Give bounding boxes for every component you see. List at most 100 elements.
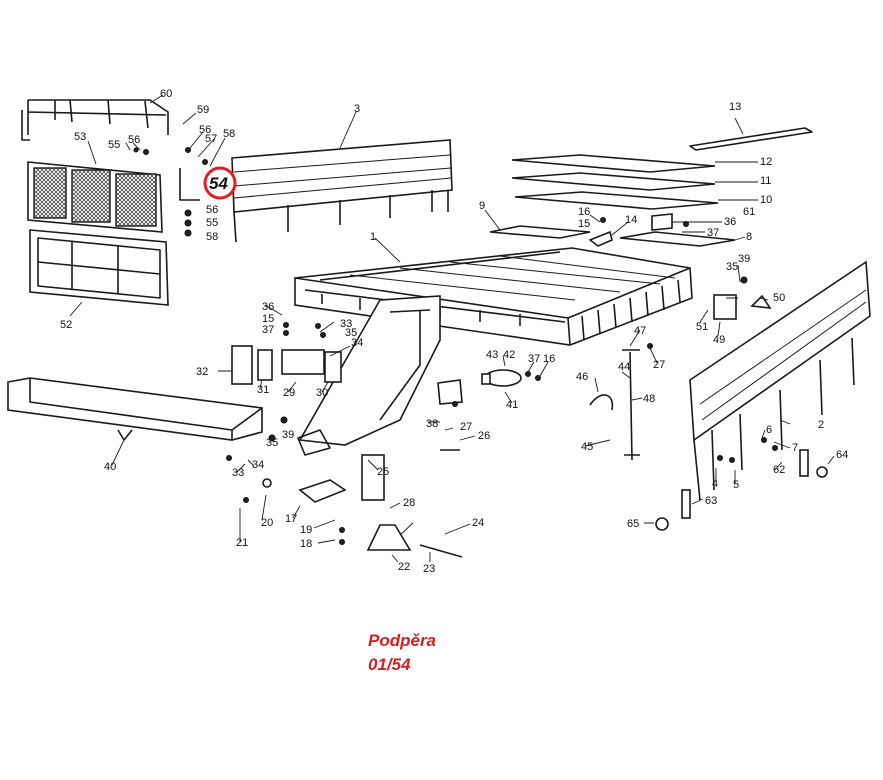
label-63: 63 [705,495,717,507]
part-10-11-12-boards [511,154,719,210]
label-56: 56 [199,124,211,136]
label-6: 6 [766,424,772,436]
label-62: 62 [773,464,785,476]
label-29: 29 [283,387,295,399]
label-1: 1 [370,231,376,243]
bolts [133,147,778,545]
label-52: 52 [60,319,72,331]
part-53-mesh-panel [27,161,163,233]
drawbar [297,295,441,456]
label-64: 64 [836,449,848,461]
label-44: 44 [618,361,630,373]
label-33: 33 [340,318,352,330]
label-55b: 55 [206,217,218,229]
label-34b: 34 [252,459,264,471]
label-23: 23 [423,563,435,575]
label-43: 43 [486,349,498,361]
part-61-bracket [651,213,673,231]
label-56c: 56 [206,204,218,216]
label-37c: 37 [528,353,540,365]
label-27b: 27 [653,359,665,371]
label-3: 3 [354,103,360,115]
label-60: 60 [160,88,172,100]
label-40: 40 [104,461,116,473]
label-17: 17 [285,513,297,525]
label-34: 34 [351,337,363,349]
label-16b: 16 [543,353,555,365]
part-14-hinge [588,230,613,247]
label-18: 18 [300,538,312,550]
label-55: 55 [108,139,120,151]
label-58: 58 [223,128,235,140]
label-32: 32 [196,366,208,378]
part-labels: 60 59 56 57 58 53 55 56 56 55 58 52 3 13… [60,88,848,575]
part-3-side-board [179,139,453,243]
label-58b: 58 [206,231,218,243]
part-name-caption: Podpěra [368,631,437,650]
part-60-top-frame [21,99,169,141]
label-2: 2 [818,419,824,431]
highlight-callout-54: 54 [203,166,237,200]
label-5: 5 [733,479,739,491]
label-9: 9 [479,200,485,212]
small-parts [231,294,828,558]
label-7: 7 [792,442,798,454]
label-20: 20 [261,517,273,529]
label-24: 24 [472,517,484,529]
label-14: 14 [625,214,637,226]
label-26: 26 [478,430,490,442]
label-39b: 39 [282,429,294,441]
label-38: 38 [426,418,438,430]
label-19: 19 [300,524,312,536]
label-16: 16 [578,206,590,218]
label-15: 15 [578,218,590,230]
label-8: 8 [746,231,752,243]
label-53: 53 [74,131,86,143]
label-36: 36 [724,216,736,228]
label-35b: 35 [345,327,357,339]
label-65: 65 [627,518,639,530]
part-9-board [489,225,591,239]
label-12: 12 [760,156,772,168]
label-4: 4 [712,478,718,490]
label-27: 27 [460,421,472,433]
label-30: 30 [316,387,328,399]
label-47: 47 [634,325,646,337]
label-51: 51 [696,321,708,333]
label-31: 31 [257,384,269,396]
part-52-frame-panel [29,229,169,306]
label-28: 28 [403,497,415,509]
label-25: 25 [377,466,389,478]
highlight-label: 54 [209,174,228,193]
label-57: 57 [205,133,217,145]
label-48: 48 [643,393,655,405]
leader-lines [69,94,835,563]
label-50: 50 [773,292,785,304]
label-59: 59 [197,104,209,116]
label-36b: 36 [262,301,274,313]
label-46: 46 [576,371,588,383]
part-code-caption: 01/54 [368,655,411,674]
label-33b: 33 [232,467,244,479]
label-35c: 35 [266,437,278,449]
label-45: 45 [581,441,593,453]
label-11: 11 [760,175,771,187]
label-37: 37 [707,227,719,239]
part-40-box [7,377,263,441]
label-49: 49 [713,334,725,346]
label-41: 41 [506,399,518,411]
label-35: 35 [726,261,738,273]
label-15b: 15 [262,313,274,325]
label-13: 13 [729,101,741,113]
label-39: 39 [738,253,750,265]
label-56b: 56 [128,134,140,146]
part-1-chassis-frame [294,247,693,346]
label-42: 42 [503,349,515,361]
part-13-strip [689,127,813,151]
label-37b: 37 [262,324,274,336]
label-21: 21 [236,537,248,549]
label-10: 10 [760,194,772,206]
label-61: 61 [743,206,755,218]
